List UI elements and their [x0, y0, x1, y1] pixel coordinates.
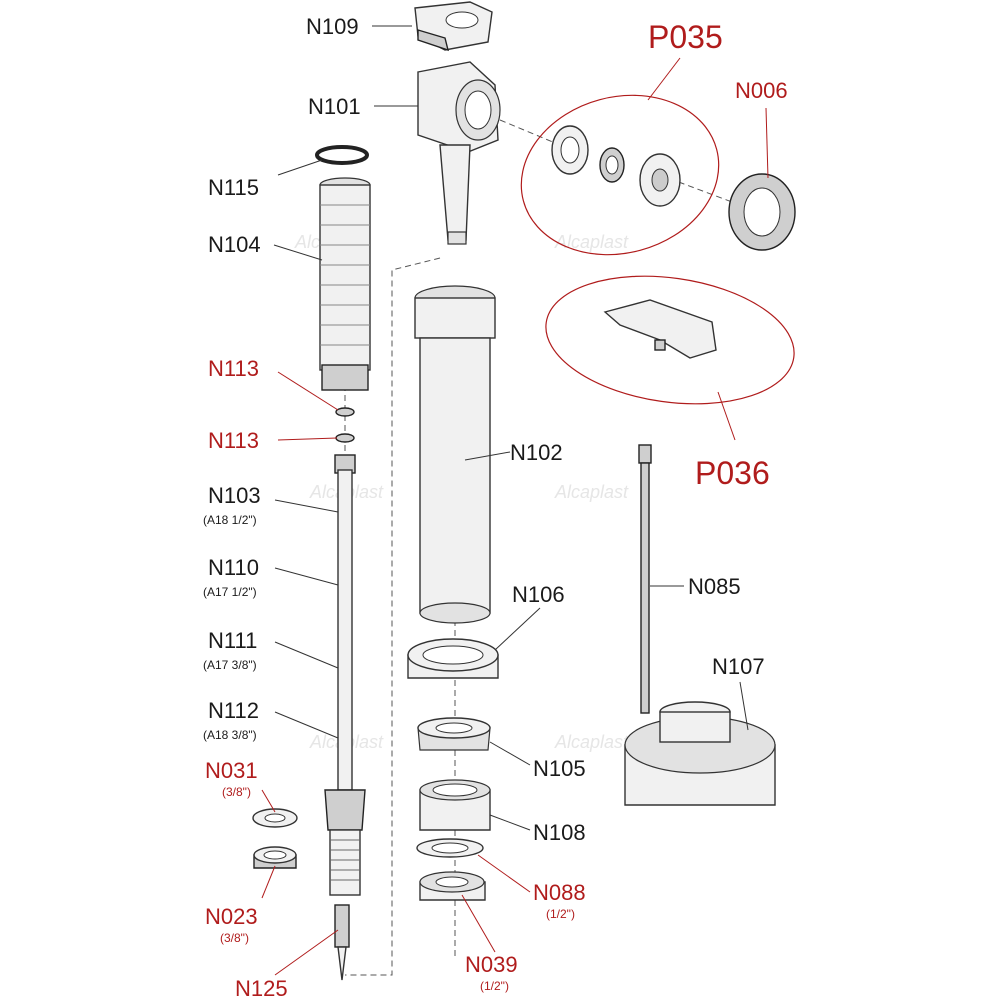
label-n088: N088: [533, 880, 586, 905]
label-n111: N111: [208, 628, 257, 653]
label-n112: N112: [208, 698, 259, 723]
part-n106-ring-nut: [407, 638, 499, 679]
part-n115-o-ring: [315, 145, 369, 165]
watermark: Alcaplast: [554, 732, 629, 752]
part-n125-pin: [334, 904, 350, 981]
label-n112-size: (A18 3/8"): [203, 728, 257, 742]
part-n113-washer-bottom: [335, 433, 355, 443]
part-n113-washer-top: [335, 407, 355, 417]
label-n113-bottom: N113: [208, 428, 259, 453]
label-n103: N103: [208, 483, 261, 508]
part-n105-bushing: [417, 717, 491, 751]
part-n085-rod: [638, 444, 652, 714]
watermark: Alcaplast: [554, 482, 629, 502]
p035-seal: [551, 125, 589, 175]
assembly-guide-lines: [344, 119, 741, 976]
p035-insert: [599, 147, 625, 183]
label-n023: N023: [205, 904, 258, 929]
label-n105: N105: [533, 756, 586, 781]
part-n107-float: [624, 701, 776, 806]
part-p036-set: [545, 275, 795, 405]
part-n039-nut: [419, 871, 486, 901]
part-n101-valve-body: [417, 61, 501, 245]
label-n088-size: (1/2"): [546, 907, 575, 921]
label-n006: N006: [735, 78, 788, 103]
label-n039: N039: [465, 952, 518, 977]
label-n104: N104: [208, 232, 261, 257]
part-n104-filter: [319, 177, 371, 391]
part-n031-washer: [252, 808, 298, 828]
label-n111-size: (A17 3/8"): [203, 658, 257, 672]
watermarks: Alcaplast Alcaplast Alcaplast Alcaplast …: [294, 232, 629, 752]
label-n110-size: (A17 1/2"): [203, 585, 257, 599]
label-n101: N101: [308, 94, 361, 119]
label-n109: N109: [306, 14, 359, 39]
part-n088-washer: [416, 838, 484, 858]
label-n106: N106: [512, 582, 565, 607]
label-n115: N115: [208, 175, 259, 200]
label-n031: N031: [205, 758, 258, 783]
part-labels: N109 N101 N115 N104 N113 N113 N103 (A18 …: [203, 14, 788, 1000]
part-stem: [324, 454, 366, 896]
label-n085: N085: [688, 574, 741, 599]
leader-lines: [261, 25, 769, 976]
label-n110: N110: [208, 555, 259, 580]
label-n125: N125: [235, 976, 288, 1000]
label-n102: N102: [510, 440, 563, 465]
label-n031-size: (3/8"): [222, 785, 251, 799]
label-n103-size: (A18 1/2"): [203, 513, 257, 527]
label-n108: N108: [533, 820, 586, 845]
part-p035-set: [520, 94, 720, 256]
label-p035: P035: [648, 19, 723, 55]
label-n107: N107: [712, 654, 765, 679]
p035-membrane: [639, 153, 681, 207]
part-n109-cap: [414, 1, 493, 52]
part-n023-nut: [253, 846, 297, 869]
part-n108-nut: [419, 779, 491, 831]
label-n113-top: N113: [208, 356, 259, 381]
watermark: Alcaplast: [554, 232, 629, 252]
label-n039-size: (1/2"): [480, 979, 509, 993]
label-n023-size: (3/8"): [220, 931, 249, 945]
label-p036: P036: [695, 455, 770, 491]
part-n102-tube: [414, 285, 496, 624]
part-n006-nut: [728, 173, 796, 251]
